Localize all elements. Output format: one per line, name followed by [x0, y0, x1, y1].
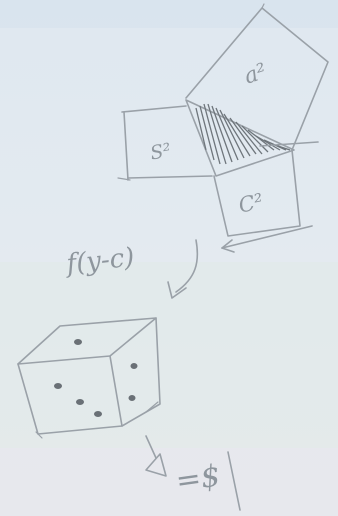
- label-a-squared: a²: [241, 59, 270, 90]
- dollar-icon: [227, 451, 241, 511]
- arrow-icon: [221, 225, 313, 253]
- label-s-squared: S²: [149, 139, 173, 164]
- label-function: f(y-c): [63, 243, 136, 280]
- label-result: =$: [174, 458, 223, 499]
- label-c-squared: C²: [236, 189, 265, 218]
- dice-icon: [17, 317, 161, 439]
- down-arrow-icon: [145, 435, 167, 477]
- square-s: [117, 105, 213, 181]
- square-a: [185, 3, 329, 151]
- triangle-hatched: [185, 99, 295, 177]
- curved-arrow-icon: [167, 239, 199, 299]
- result-expression: =$: [174, 451, 241, 511]
- square-c: [213, 141, 319, 237]
